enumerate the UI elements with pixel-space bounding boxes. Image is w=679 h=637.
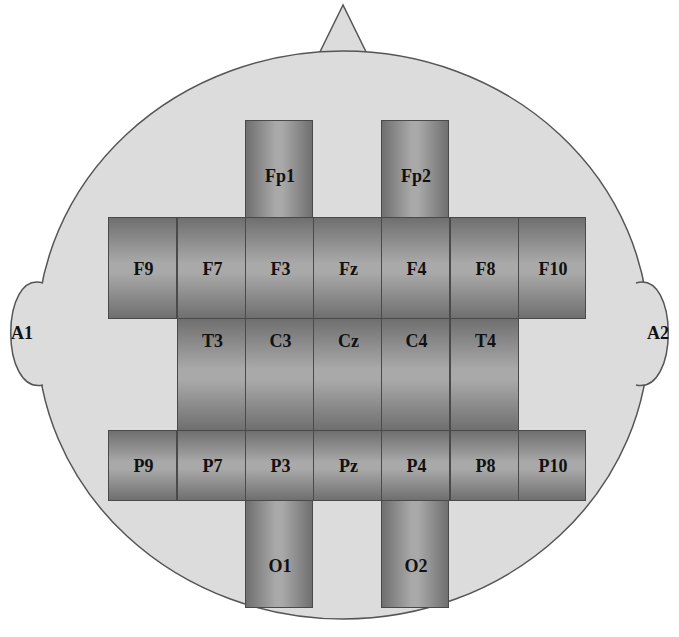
electrode-box: O1 <box>245 500 313 608</box>
electrode-box: Cz <box>313 318 382 431</box>
electrode-label: P10 <box>539 456 568 476</box>
electrode-box: Fp1 <box>245 120 313 218</box>
electrode-label: O1 <box>268 556 291 576</box>
ear-outline <box>636 282 668 386</box>
electrode-label: O2 <box>404 556 427 576</box>
electrode-box: F4 <box>381 217 450 319</box>
electrode-box: Fp2 <box>381 120 449 218</box>
electrode-box: F8 <box>450 217 519 319</box>
electrode-box: P9 <box>108 430 177 501</box>
ear-electrode: A1 <box>0 270 45 395</box>
electrode-box: F9 <box>108 217 177 319</box>
ear-fill <box>636 282 668 386</box>
electrode-label: F8 <box>476 259 496 279</box>
electrode-label: A2 <box>647 323 669 343</box>
electrode-label: P9 <box>134 456 154 476</box>
electrode-box: C3 <box>245 318 314 431</box>
electrode-label: F9 <box>134 259 154 279</box>
electrode-label: C3 <box>270 331 292 351</box>
head <box>37 51 649 619</box>
electrode-label: Fz <box>339 259 358 279</box>
electrode-label: F10 <box>539 259 568 279</box>
electrode-label: F7 <box>203 259 223 279</box>
electrode-box: F10 <box>518 217 586 319</box>
electrode-label: A1 <box>11 323 33 343</box>
electrode-box: P3 <box>245 430 314 501</box>
electrode-box: F7 <box>177 217 246 319</box>
electrode-label: P8 <box>476 456 496 476</box>
electrode-box: O2 <box>381 500 449 608</box>
electrode-label: P3 <box>271 456 291 476</box>
electrode-label: F4 <box>407 259 427 279</box>
electrode-box: T4 <box>450 318 519 431</box>
electrode-label: F3 <box>271 259 291 279</box>
ear-fill <box>11 282 43 386</box>
electrode-label: C4 <box>406 331 428 351</box>
electrode-box: F3 <box>245 217 314 319</box>
electrode-box: T3 <box>177 318 246 431</box>
ear-electrode: A2 <box>634 270 679 395</box>
electrode-box: C4 <box>381 318 450 431</box>
electrode-box: P8 <box>450 430 519 501</box>
electrode-label: Pz <box>339 456 358 476</box>
electrode-label: Fp1 <box>265 166 295 186</box>
electrode-box: P4 <box>381 430 450 501</box>
electrode-label: P7 <box>203 456 223 476</box>
electrode-label: T4 <box>475 331 496 351</box>
ear-outline <box>11 282 43 386</box>
electrode-label: T3 <box>202 331 223 351</box>
electrode-box: Fz <box>313 217 382 319</box>
electrode-box: Pz <box>313 430 382 501</box>
electrode-label: P4 <box>407 456 427 476</box>
electrode-box: P10 <box>518 430 586 501</box>
electrode-label: Fp2 <box>401 166 431 186</box>
electrode-label: Cz <box>338 331 359 351</box>
electrode-box: P7 <box>177 430 246 501</box>
